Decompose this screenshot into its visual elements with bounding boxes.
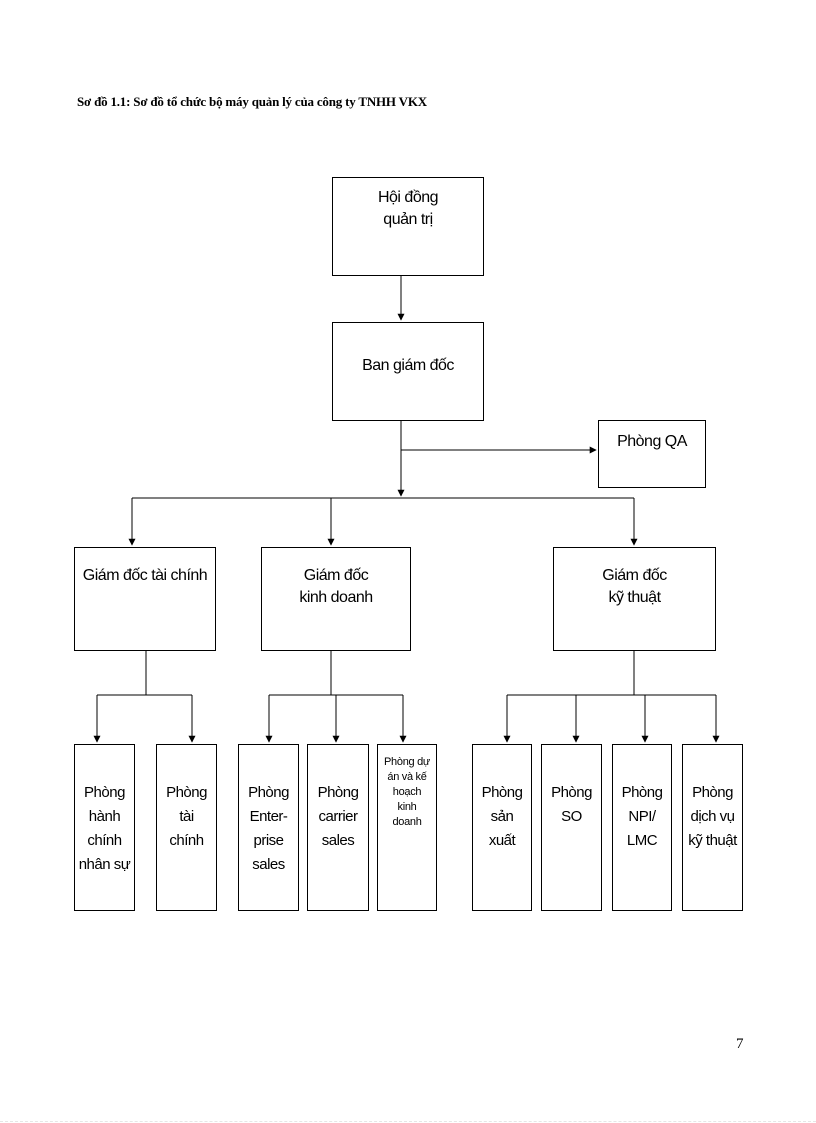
node-giam-doc-tai-chinh: Giám đốc tài chính — [74, 547, 216, 651]
node-ban-giam-doc: Ban giám đốc — [332, 322, 484, 421]
page-bottom-rule — [0, 1121, 816, 1122]
node-hoi-dong-quan-tri: Hội đồng quản trị — [332, 177, 484, 276]
node-phong-san-xuat: Phòng sản xuất — [472, 744, 532, 911]
node-giam-doc-ky-thuat: Giám đốc kỹ thuật — [553, 547, 716, 651]
page-number: 7 — [736, 1036, 744, 1052]
node-phong-dich-vu-ky-thuat: Phòng dịch vụ kỹ thuật — [682, 744, 743, 911]
node-phong-hanh-chinh-nhan-su: Phòng hành chính nhân sự — [74, 744, 135, 911]
node-phong-carrier-sales: Phòng carrier sales — [307, 744, 369, 911]
node-phong-tai-chinh: Phòng tài chính — [156, 744, 217, 911]
diagram-caption: Sơ đồ 1.1: Sơ đồ tổ chức bộ máy quản lý … — [77, 94, 427, 109]
node-phong-so: Phòng SO — [541, 744, 602, 911]
node-phong-npi-lmc: Phòng NPI/ LMC — [612, 744, 672, 911]
node-phong-du-an-ke-hoach: Phòng dự án và kế hoạch kinh doanh — [377, 744, 437, 911]
node-phong-enterprise-sales: Phòng Enter- prise sales — [238, 744, 299, 911]
node-phong-qa: Phòng QA — [598, 420, 706, 488]
node-giam-doc-kinh-doanh: Giám đốc kinh doanh — [261, 547, 411, 651]
